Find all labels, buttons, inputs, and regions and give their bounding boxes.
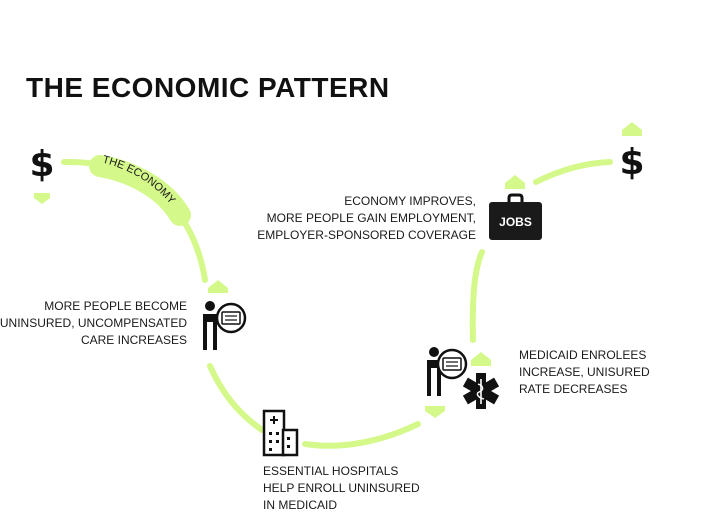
up-arrow-icon xyxy=(471,352,491,366)
caption-line: HELP ENROLL UNINSURED xyxy=(263,481,420,495)
caption-line: IN MEDICAID xyxy=(263,498,338,512)
cycle-path-medicaid xyxy=(469,249,485,343)
caption-line: MEDICAID ENROLEES xyxy=(519,348,647,362)
up-arrow-icon xyxy=(622,122,642,136)
caption-line: ECONOMY IMPROVES, xyxy=(344,194,476,208)
down-arrow-icon xyxy=(34,193,50,204)
caption-line: CARE INCREASES xyxy=(80,333,187,347)
caption-economy-improves: ECONOMY IMPROVES, MORE PEOPLE GAIN EMPLO… xyxy=(257,193,476,244)
caption-line: ESSENTIAL HOSPITALS xyxy=(263,464,399,478)
page-title: THE ECONOMIC PATTERN xyxy=(26,72,390,103)
cycle-path-hospitals xyxy=(302,421,421,449)
up-arrow-icon xyxy=(208,280,228,293)
caption-uninsured: MORE PEOPLE BECOME UNINSURED, UNCOMPENSA… xyxy=(0,298,187,349)
caption-line: MORE PEOPLE GAIN EMPLOYMENT, xyxy=(266,211,476,225)
dollar-icon: $ xyxy=(619,142,644,183)
cycle-path-jobs xyxy=(533,159,613,185)
briefcase-icon: JOBS xyxy=(489,193,542,240)
dollar-icon: $ xyxy=(29,144,54,185)
down-arrow-icon xyxy=(425,406,445,418)
caption-line: RATE DECREASES xyxy=(519,382,628,396)
person-insurance-card-icon xyxy=(427,347,468,396)
cycle-path-uninsured xyxy=(207,363,265,433)
economy-label: THE ECONOMY xyxy=(101,154,178,207)
jobs-label: JOBS xyxy=(499,215,532,229)
hospital-building-icon xyxy=(262,409,299,457)
caption-medicaid: MEDICAID ENROLEES INCREASE, UNISURED RAT… xyxy=(519,347,650,398)
caption-line: INCREASE, UNISURED xyxy=(519,365,650,379)
person-insurance-card-icon xyxy=(203,301,247,350)
up-arrow-icon xyxy=(505,175,525,189)
medical-star-of-life-icon xyxy=(462,373,500,409)
caption-line: UNINSURED, UNCOMPENSATED xyxy=(0,316,187,330)
economy-band: THE ECONOMY xyxy=(89,154,191,226)
caption-line: EMPLOYER-SPONSORED COVERAGE xyxy=(257,228,476,242)
caption-hospitals: ESSENTIAL HOSPITALS HELP ENROLL UNINSURE… xyxy=(263,463,420,514)
caption-line: MORE PEOPLE BECOME xyxy=(44,299,187,313)
